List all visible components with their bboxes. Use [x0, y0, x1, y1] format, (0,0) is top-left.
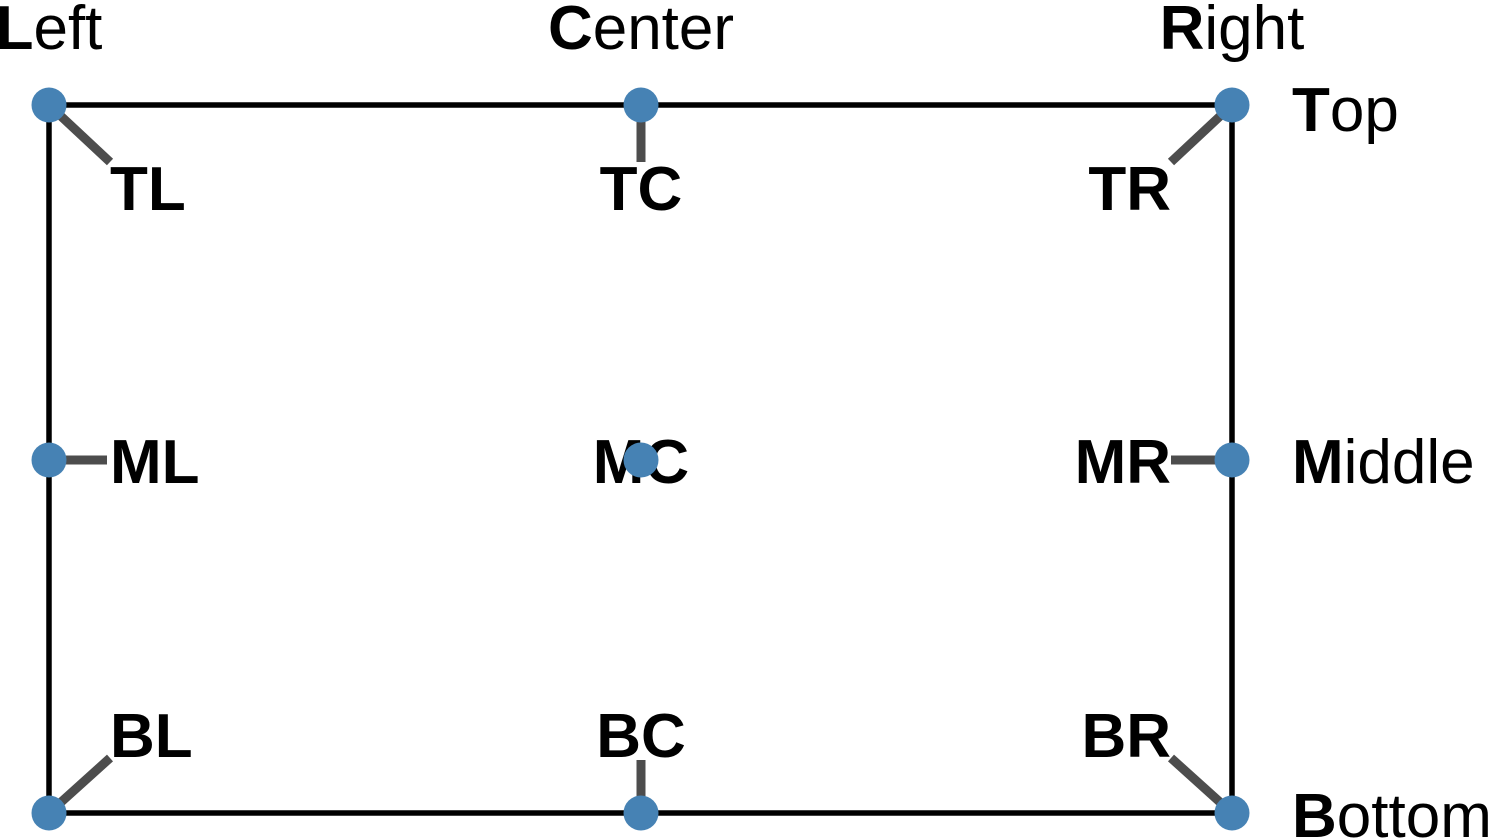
- edge-title-middle: Middle: [1292, 428, 1475, 497]
- edge-title-center: Center: [548, 0, 734, 63]
- anchor-label-tc: TC: [600, 155, 683, 224]
- edge-title-right-initial: R: [1160, 0, 1205, 63]
- anchor-dot-mc: [623, 442, 659, 478]
- anchor-label-br: BR: [1081, 702, 1171, 771]
- anchor-label-bl: BL: [110, 702, 193, 771]
- anchor-dot-mr: [1214, 442, 1250, 478]
- anchor-dot-bc: [623, 795, 659, 831]
- anchor-dot-br: [1214, 795, 1250, 831]
- edge-title-bottom: Bottom: [1292, 782, 1488, 839]
- edge-title-middle-initial: M: [1292, 428, 1344, 497]
- edge-title-right: Right: [1160, 0, 1305, 63]
- anchor-label-tr: TR: [1088, 155, 1171, 224]
- edge-title-left-rest: eft: [33, 0, 102, 63]
- anchor-dot-bl: [31, 795, 67, 831]
- anchor-dot-tr: [1214, 87, 1250, 123]
- anchor-dot-tl: [31, 87, 67, 123]
- anchor-label-bc: BC: [596, 702, 686, 771]
- edge-title-bottom-initial: B: [1292, 782, 1337, 839]
- edge-title-left-initial: L: [0, 0, 33, 63]
- anchor-label-tl: TL: [110, 155, 186, 224]
- edge-title-top-initial: T: [1292, 76, 1330, 145]
- edge-title-top: Top: [1292, 76, 1399, 145]
- anchor-dot-tc: [623, 87, 659, 123]
- anchor-dot-ml: [31, 442, 67, 478]
- edge-title-center-rest: enter: [593, 0, 734, 63]
- edge-title-left: Left: [0, 0, 102, 63]
- edge-title-center-initial: C: [548, 0, 593, 63]
- edge-title-middle-rest: iddle: [1344, 428, 1475, 497]
- edge-title-right-rest: ight: [1204, 0, 1304, 63]
- edge-title-top-rest: op: [1330, 76, 1399, 145]
- anchor-label-mr: MR: [1075, 428, 1171, 497]
- anchor-label-ml: ML: [110, 428, 200, 497]
- edge-title-bottom-rest: ottom: [1337, 782, 1488, 839]
